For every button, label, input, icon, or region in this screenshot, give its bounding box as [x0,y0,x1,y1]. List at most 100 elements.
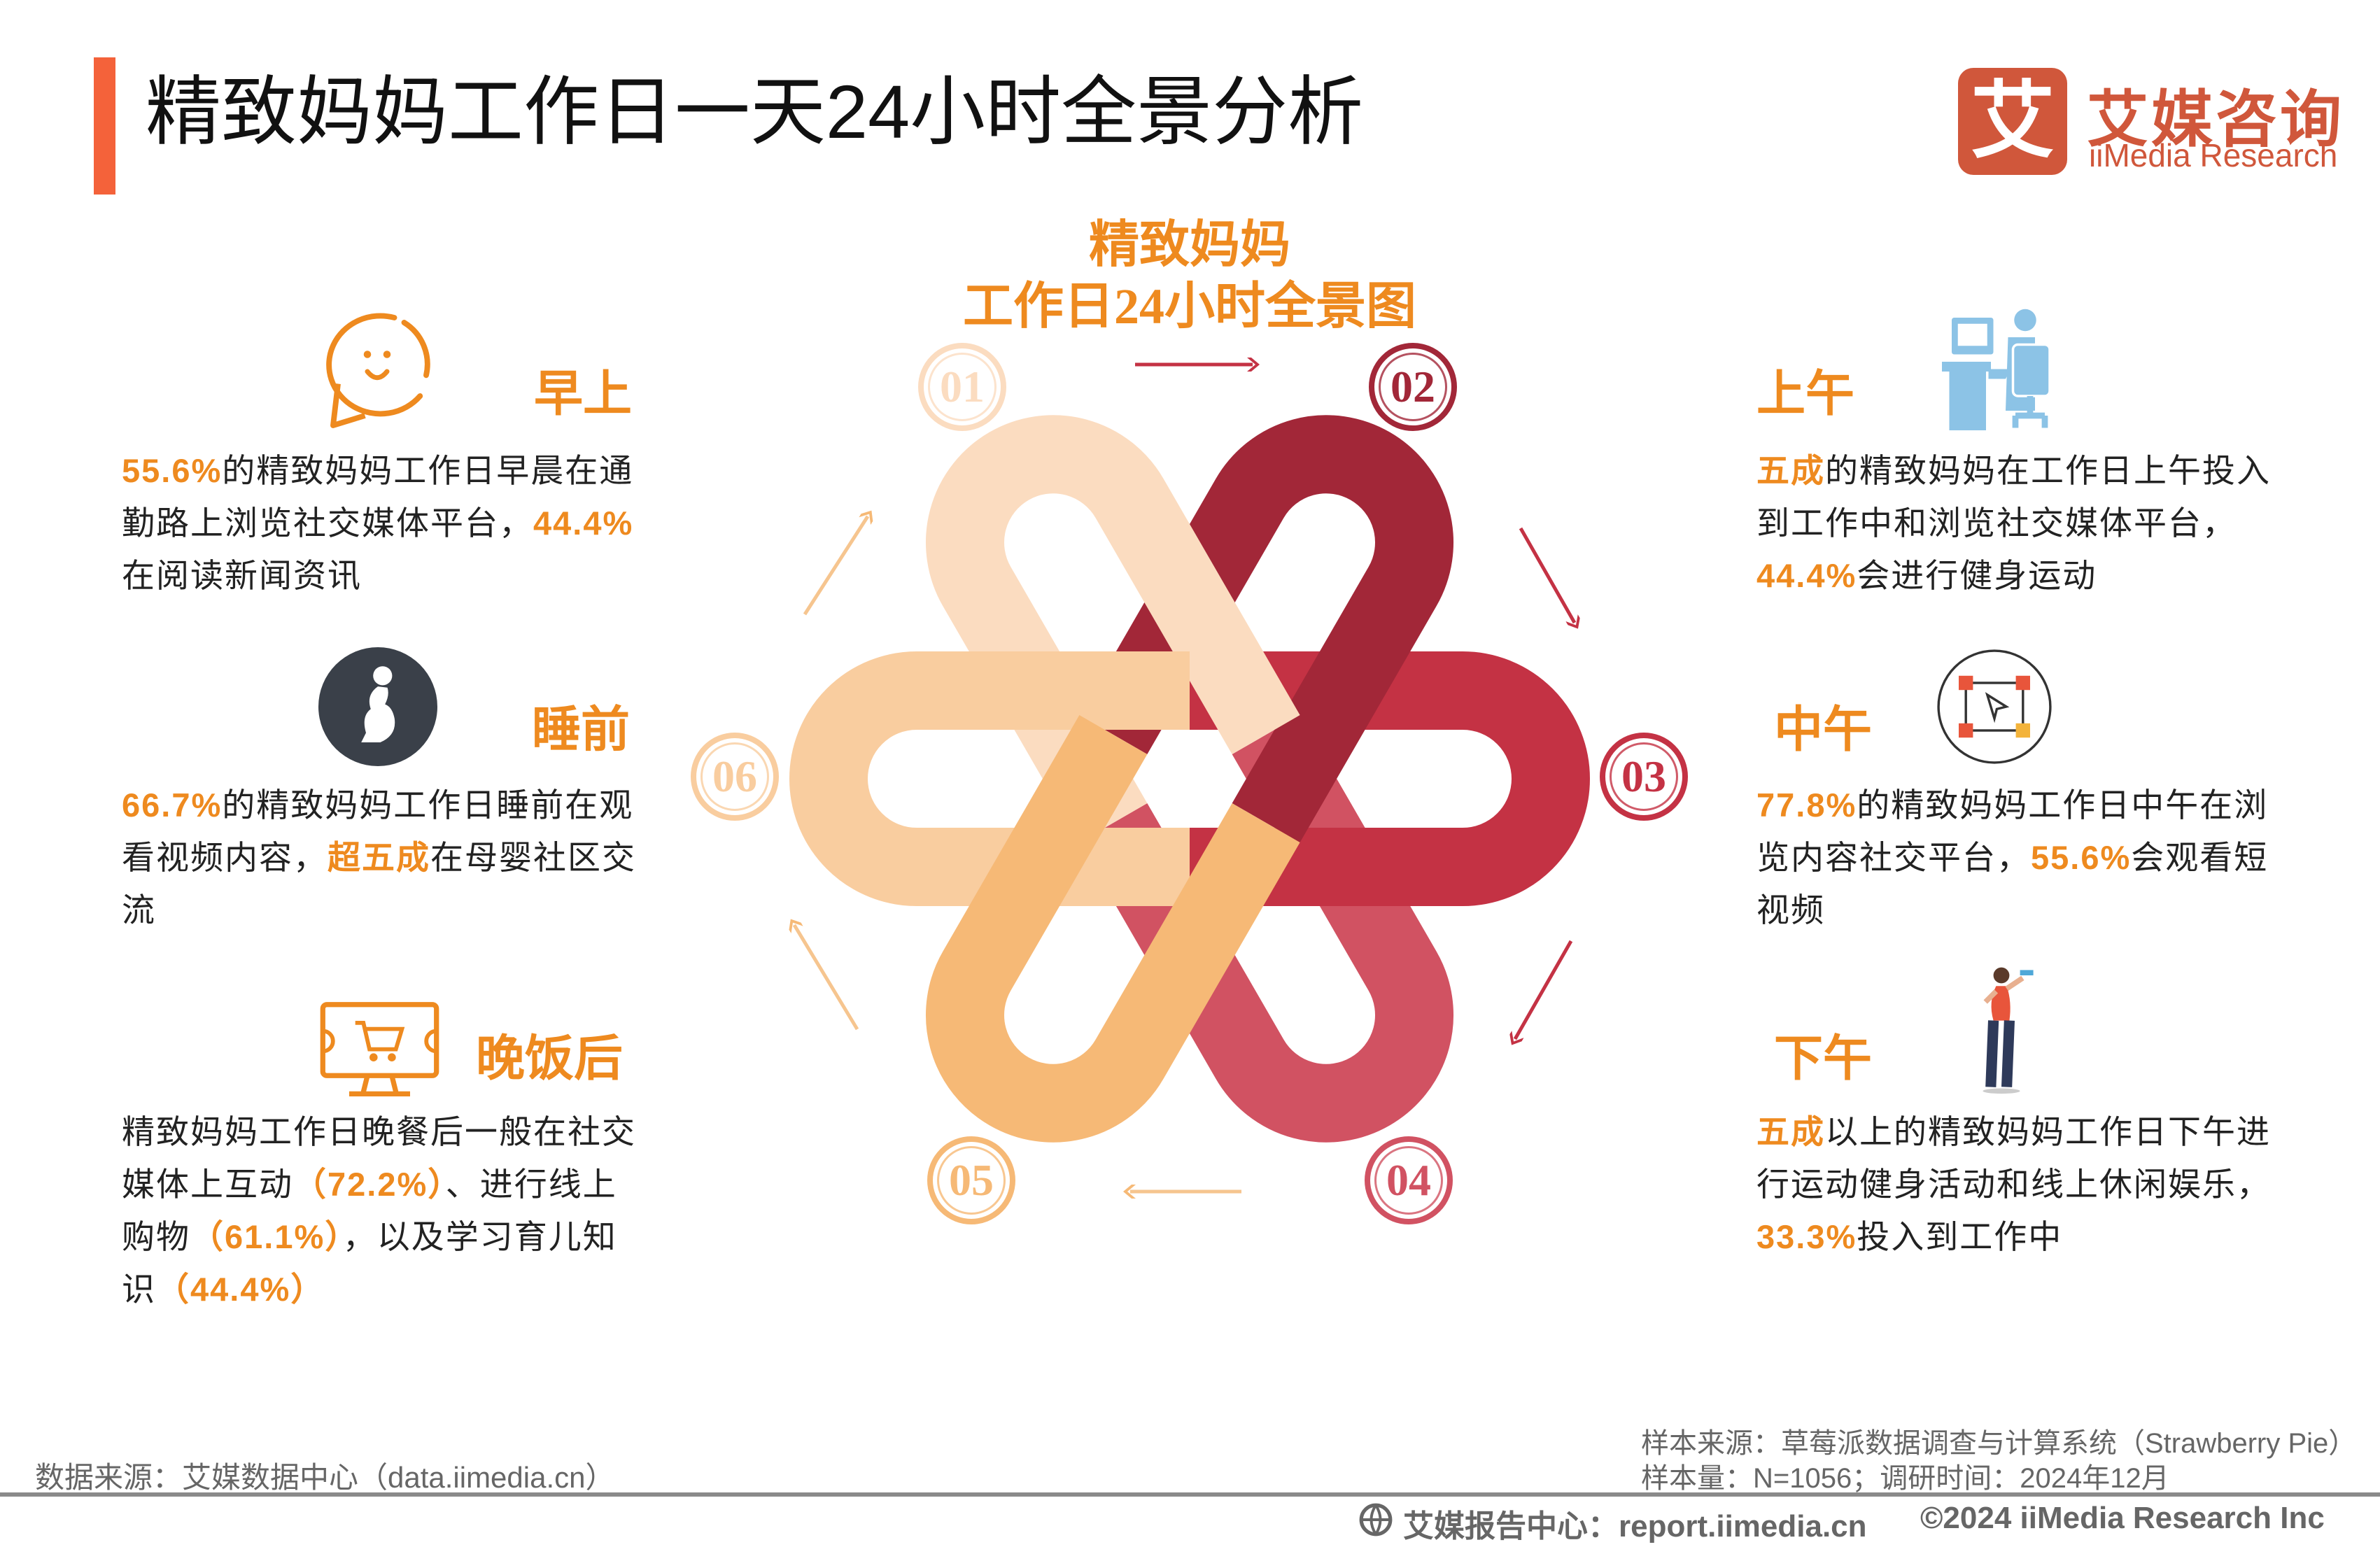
text-segment: 看视频内容， [122,839,328,876]
text-segment: 会观看短 [2131,839,2269,876]
text-segment: 视频 [1756,891,1825,928]
section-text-morning: 55.6%的精致妈妈工作日早晨在通勤路上浏览社交媒体平台，44.4%在阅读新闻资… [122,444,633,602]
flow-arrow-2 [1519,527,1580,629]
section-heading-morning: 早上 [534,366,632,421]
step-badge-02: 02 [1369,343,1457,431]
text-segment: 、进行线上 [445,1166,617,1203]
section-text-after-dinner: 精致妈妈工作日晚餐后一般在社交媒体上互动（72.2%）、进行线上购物（61.1%… [122,1105,636,1315]
knot-segment-01 [926,415,1300,842]
section-heading-after-dinner: 晚饭后 [476,1031,623,1086]
text-line: 览内容社交平台，55.6%会观看短 [1756,831,2268,884]
section-heading-noon: 中午 [1774,702,1872,757]
text-segment: 的精致妈妈工作日早晨在通 [222,452,634,489]
footer-divider [0,1492,2380,1497]
sample-source: 样本来源：草莓派数据调查与计算系统（Strawberry Pie） [1641,1428,2357,1459]
section-text-bedtime: 66.7%的精致妈妈工作日睡前在观看视频内容，超五成在母婴社区交流 [122,779,636,936]
text-segment: ，以及学习育儿知 [342,1218,617,1255]
text-segment: 勤路上浏览社交媒体平台， [122,504,533,542]
knot-segment-05 [926,715,1300,1143]
text-line: 看视频内容，超五成在母婴社区交 [122,831,636,884]
highlight-stat: 五成 [1756,452,1825,489]
smile-chat-icon [326,313,430,428]
text-line: 在阅读新闻资讯 [122,549,633,602]
text-segment: 会进行健身运动 [1857,557,2097,594]
text-segment: 到工作中和浏览社交媒体平台， [1756,504,2237,542]
flow-arrow-3 [1509,940,1573,1045]
text-line: 视频 [1756,884,2268,936]
flow-arrow-5 [789,919,859,1031]
logo-text-en: iiMedia Research [2089,137,2338,174]
text-line: 77.8%的精致妈妈工作日中午在浏 [1756,779,2268,831]
highlight-stat: 超五成 [328,839,430,876]
section-heading-bedtime: 睡前 [532,702,630,757]
data-source: 数据来源：艾媒数据中心（data.iimedia.cn） [35,1461,615,1494]
text-segment: 精致妈妈工作日晚餐后一般在社交 [122,1113,636,1150]
flow-arrow-6 [803,510,873,616]
report-center-link[interactable]: 艾媒报告中心：report.iimedia.cn [1403,1509,1867,1544]
step-badge-05: 05 [927,1136,1015,1224]
section-heading-afternoon: 下午 [1774,1031,1872,1086]
section-text-forenoon: 五成的精致妈妈在工作日上午投入到工作中和浏览社交媒体平台， 44.4%会进行健身运… [1756,444,2271,602]
page-title: 精致妈妈工作日一天24小时全景分析 [146,69,1364,154]
highlight-stat: 55.6% [122,452,223,489]
highlight-stat: 44.4% [1756,557,1857,594]
text-segment: 投入到工作中 [1857,1218,2063,1255]
sample-size: 样本量：N=1056；调研时间：2024年12月 [1641,1463,2169,1494]
text-segment: 行运动健身活动和线上休闲娱乐， [1756,1166,2271,1203]
knot-segment-02 [1079,415,1453,842]
highlight-stat: 33.3% [1756,1218,1857,1255]
text-line: 55.6%的精致妈妈工作日早晨在通 [122,444,633,497]
text-line: 66.7%的精致妈妈工作日睡前在观 [122,779,636,831]
shopping-cart-monitor-icon [320,1002,439,1097]
text-segment: 流 [122,891,156,928]
text-line: 媒体上互动（72.2%）、进行线上 [122,1158,636,1210]
section-text-afternoon: 五成以上的精致妈妈工作日下午进行运动健身活动和线上休闲娱乐， 33.3%投入到工作… [1756,1105,2271,1263]
knot-segment-03 [1190,651,1590,906]
text-line: 五成以上的精致妈妈工作日下午进 [1756,1105,2271,1158]
text-line: 44.4%会进行健身运动 [1756,549,2271,602]
logo-text-cn: 艾媒咨询 [2087,85,2345,154]
diagram-title-line1: 精致妈妈 [1088,217,1290,273]
section-text-noon: 77.8%的精致妈妈工作日中午在浏览内容社交平台，55.6%会观看短视频 [1756,779,2268,936]
text-line: 勤路上浏览社交媒体平台，44.4% [122,497,633,549]
text-segment: 的精致妈妈在工作日上午投入 [1825,452,2271,489]
globe-icon [1359,1503,1393,1537]
section-heading-forenoon: 上午 [1756,366,1854,421]
text-line: 识（44.4%） [122,1263,636,1315]
woman-dumbbell-icon [1983,967,2034,1094]
text-segment: 的精致妈妈工作日中午在浏 [1857,786,2269,824]
text-line: 33.3%投入到工作中 [1756,1210,2271,1263]
step-badge-03: 03 [1600,733,1688,821]
text-line: 精致妈妈工作日晚餐后一般在社交 [122,1105,636,1158]
pregnant-woman-icon [318,647,437,766]
iimedia-logo-mark: 艾 [1958,68,2067,175]
highlight-stat: （44.4%） [156,1271,325,1308]
office-worker-icon [1942,309,2051,430]
step-badge-01: 01 [918,343,1006,431]
highlight-stat: 77.8% [1756,786,1857,824]
text-segment: 媒体上互动 [122,1166,293,1203]
knot-segment-04 [1079,715,1453,1143]
title-accent-bar [94,57,115,195]
flowchart-icon [1937,649,2052,764]
highlight-stat: 五成 [1756,1113,1825,1150]
step-badge-04: 04 [1365,1136,1453,1224]
diagram-title-line2: 工作日24小时全景图 [962,278,1416,334]
text-segment: 识 [122,1271,156,1308]
knot-segment-06 [789,651,1190,906]
highlight-stat: （61.1%） [190,1218,343,1255]
highlight-stat: （72.2%） [293,1166,446,1203]
text-segment: 的精致妈妈工作日睡前在观 [222,786,634,824]
text-segment: 在母婴社区交 [430,839,636,876]
text-line: 到工作中和浏览社交媒体平台， [1756,497,2271,549]
copyright: ©2024 iiMedia Research Inc [1920,1501,2325,1535]
text-line: 购物（61.1%），以及学习育儿知 [122,1210,636,1263]
text-segment: 购物 [122,1218,190,1255]
text-line: 行运动健身活动和线上休闲娱乐， [1756,1158,2271,1210]
text-line: 五成的精致妈妈在工作日上午投入 [1756,444,2271,497]
text-segment: 在阅读新闻资讯 [122,557,362,594]
text-segment: 以上的精致妈妈工作日下午进 [1825,1113,2271,1150]
highlight-stat: 55.6% [2031,839,2132,876]
text-segment: 览内容社交平台， [1756,839,2031,876]
